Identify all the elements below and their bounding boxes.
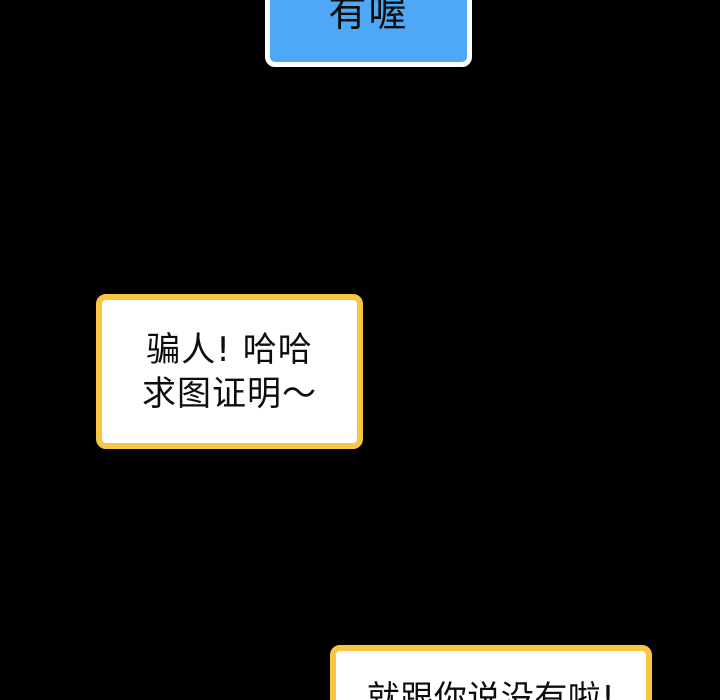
speech-bubble-middle-line-2: 求图证明～ — [142, 373, 317, 414]
speech-bubble-top-text: 有喔 — [328, 0, 409, 35]
speech-bubble-top-blue: 有喔 — [265, 0, 472, 67]
speech-bubble-bottom: 就跟你说没有啦! — [330, 645, 652, 700]
speech-bubble-bottom-text: 就跟你说没有啦! — [366, 678, 616, 700]
speech-bubble-middle: 骗人! 哈哈 求图证明～ — [96, 294, 363, 449]
speech-bubble-middle-line-1: 骗人! 哈哈 — [146, 329, 313, 370]
